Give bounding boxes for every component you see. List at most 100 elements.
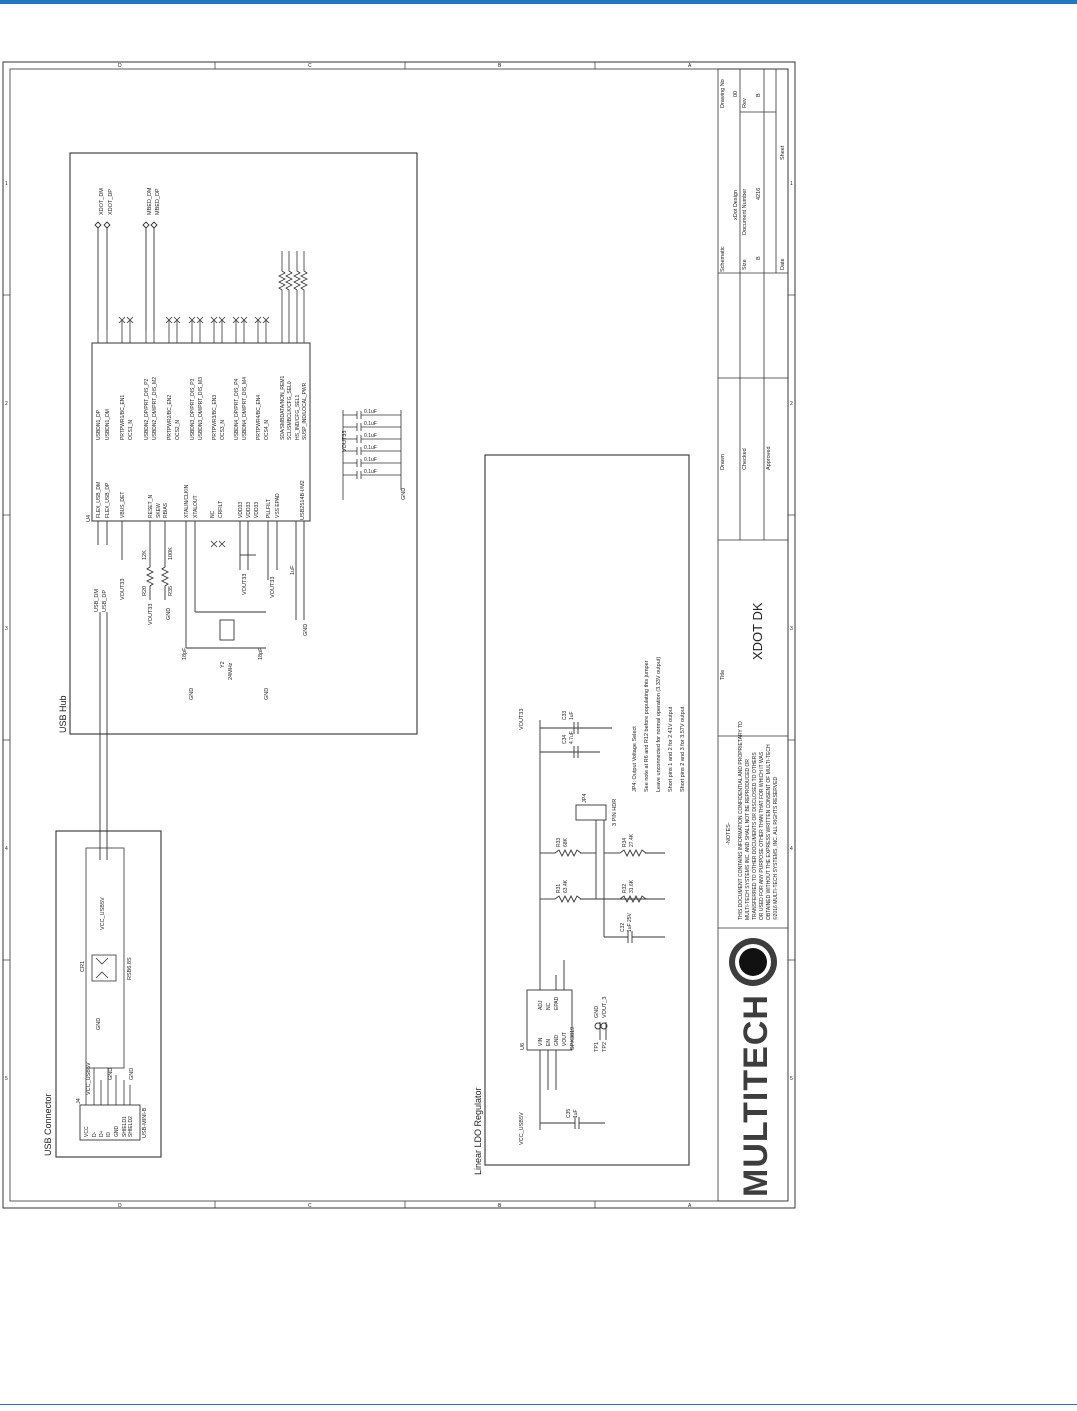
hub-usb-dm: USB_DM (94, 589, 100, 612)
net-xdot-dm: XDOT_DM (99, 188, 105, 215)
tb-drawn-label: Drawn (720, 454, 726, 470)
usb-connector-block (55, 830, 162, 1158)
hub-vout-c: VOUT33 (242, 574, 248, 595)
hub-cap-18pf: 18pF (182, 647, 188, 660)
ldo-note-line: JP4: Output Voltage Select (632, 726, 638, 792)
tb-size: B (756, 256, 762, 260)
hub-pin-label: OCS4_N (264, 420, 270, 440)
conn-pin-label: VCC (84, 1126, 90, 1137)
zone-number: 4 (790, 846, 793, 852)
hub-gnd-label: GND (401, 488, 407, 500)
hub-pin-label: SDA/SMBDATA/NON_REM1 (280, 376, 286, 440)
conn-pin-label: SHIELD1 (122, 1116, 128, 1137)
hub-pin-label: VDD33 (246, 502, 252, 518)
tb-note-line: OBTAINED WITHOUT THE EXPRESS WRITTEN CON… (766, 744, 772, 920)
tb-design: xDot Design (733, 190, 739, 220)
hub-gnd: GND (166, 608, 172, 620)
ldo-chip-part: SPX3819 (570, 1027, 576, 1050)
ldo-note-line: See note at R6 and R12 before populating… (644, 660, 650, 792)
hub-pin-label: OCS2_N (175, 420, 181, 440)
esd-diode-bridge (91, 954, 117, 982)
decoupling-cap-value: 0.1uF (364, 445, 377, 451)
conn-pin-label: SHIELD2 (128, 1116, 134, 1137)
ldo-cap-ref: C32 (620, 923, 626, 932)
ldo-resistor-value: 31.6K (629, 879, 635, 893)
no-connect-marks (118, 316, 270, 548)
ldo-cap-value: 4.7uF (569, 731, 575, 744)
logo-circle-core-icon (739, 948, 767, 976)
hub-vcc-label: VOUT33 (342, 431, 348, 452)
tb-note-line: OR USED FOR ANY PURPOSE OTHER THAN THAT … (759, 751, 765, 920)
conn-part: USB-MINI-B (142, 1107, 148, 1138)
tb-sheet-label: Sheet (780, 145, 786, 160)
usb-hub-block (69, 152, 418, 735)
ldo-output-net: VOUT33 (519, 709, 525, 730)
ldo-note-line: Short pins 2 and 3 for 3.57V output (680, 706, 686, 792)
tb-checked-label: Checked (742, 448, 748, 470)
zone-number: 2 (5, 401, 8, 407)
top-accent-bar (0, 0, 1077, 4)
hub-vout-d: VOUT33 (270, 577, 276, 598)
hub-pin-label: USBDN3_DM/PRT_DIS_M3 (198, 377, 204, 440)
ldo-resistor-ref: R32 (622, 884, 628, 893)
ldo-nets (539, 720, 665, 1130)
zone-number: 5 (790, 1076, 793, 1082)
ldo-chip-body (526, 989, 573, 1051)
tp-vout-label: VOUT_3 (602, 997, 608, 1018)
tb-company: MULTITECH (737, 994, 775, 1197)
conn-pin-label: GND (114, 1126, 120, 1138)
decoupling-cap-value: 0.1uF (364, 457, 377, 463)
ldo-pin-label: EN (546, 1039, 552, 1046)
zone-letter: A (688, 1203, 692, 1209)
hub-pin-label: VDD33 (238, 502, 244, 518)
hub-pin-label: PRTPWR2/BC_EN2 (167, 395, 173, 440)
ldo-input-net: VCC_USB5V (519, 1112, 525, 1145)
crystal-ref: Y2 (220, 661, 226, 668)
outer-frame (2, 61, 796, 1209)
zone-letter: A (688, 63, 692, 69)
zone-number: 4 (5, 846, 8, 852)
usb-connector-body (79, 1104, 141, 1141)
bottom-rule (0, 1404, 1077, 1405)
tb-note-line: ©2016 MULTI-TECH SYSTEMS, INC. ALL RIGHT… (772, 777, 779, 920)
decoupling-cap (343, 471, 401, 479)
hub-pin-label: PRTPWR4/BC_EN4 (256, 395, 262, 440)
ldo-pin-label: VIN (538, 1037, 544, 1046)
zone-number: 3 (5, 626, 8, 632)
tb-drawing-label: Drawing No (720, 79, 726, 108)
hub-pin-label: FLEX_USB_DP (105, 482, 111, 518)
hub-pin-label: USBDN2_DM/PRT_DIS_M2 (152, 377, 158, 440)
hub-cap-18pf: 18pF (258, 647, 264, 660)
tb-title-label: Title (720, 670, 726, 680)
tb-note-line: MULTI-TECH SYSTEMS INC. AND SHALL NOT BE… (745, 759, 751, 920)
tb-note-line: TRANSFERRED TO OTHER DOCUMENTS OR DISCLO… (752, 752, 758, 920)
ldo-cap-ref: C33 (562, 711, 568, 720)
hub-upstream-nets (94, 221, 158, 330)
zone-letter: B (498, 63, 502, 69)
zone-number: 2 (790, 401, 793, 407)
zone-letter: B (498, 1203, 502, 1209)
hub-gnd: GND (303, 624, 309, 636)
ldo-resistor-value: 68K (563, 837, 569, 847)
jumper-ref: JP4 (582, 794, 588, 803)
ldo-pin-label: NC (546, 1002, 552, 1010)
zone-number: 5 (5, 1076, 8, 1082)
conn-pin-label: D+ (99, 1130, 105, 1137)
tb-date-label: Date (780, 258, 786, 270)
ldo-pin-label: GND (554, 1035, 560, 1047)
hub-pin-label: PRTPWR1/BC_EN1 (120, 395, 126, 440)
conn-net-vcc: VCC_USB5V (100, 897, 106, 930)
hub-pin-label: USBDN1_DP (96, 409, 102, 440)
tp1-label: TP1 (594, 1042, 600, 1052)
tb-drawing: 00 (733, 91, 739, 97)
hub-bottom-nets (97, 521, 305, 860)
ldo-resistor-value: 63.4K (563, 879, 569, 893)
tb-notes: THIS DOCUMENT CONTAINS INFORMATION CONFI… (738, 721, 779, 920)
hub-usb-dp: USB_DP (102, 590, 108, 612)
zone-letter: D (118, 63, 122, 69)
decoupling-cap (343, 459, 401, 467)
hub-top-pin-stubs (97, 300, 305, 343)
hub-pin-label: SKEW (156, 503, 162, 518)
